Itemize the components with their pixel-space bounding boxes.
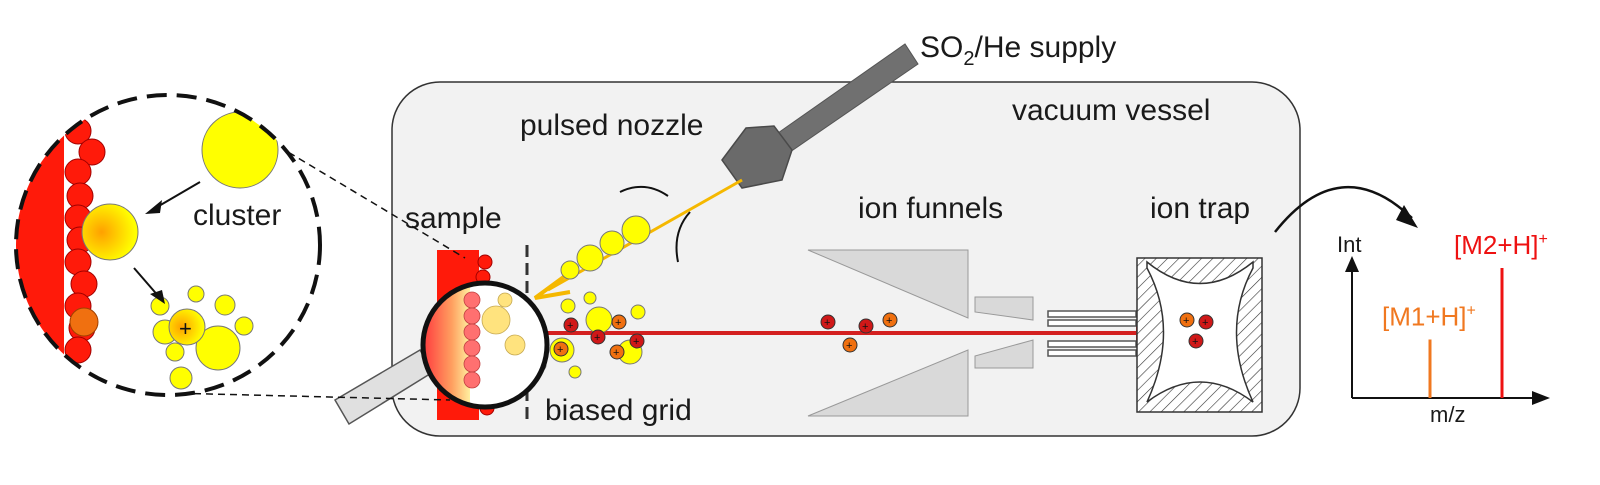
pulsed-nozzle [721, 43, 919, 189]
ion-charge-symbol: + [862, 321, 868, 333]
ion-charge-symbol: + [886, 315, 892, 327]
ion-charge-symbol: + [1192, 336, 1198, 348]
ion-guide-rods [1047, 310, 1137, 357]
supply-label: SO2/He supply [920, 31, 1116, 70]
ion-charge-symbol: + [846, 340, 852, 352]
zoom-line-top [267, 139, 466, 259]
zoom-inset [14, 93, 322, 397]
ion-charge-symbol: + [594, 332, 600, 344]
zoom-line-bottom [169, 392, 451, 401]
ion-charge-symbol: + [1183, 315, 1189, 327]
zoom-ion [168, 308, 206, 346]
spectrum-y-label: Int [1337, 232, 1361, 257]
spectrum-peak-label: [M1+H]+ [1382, 302, 1476, 332]
ion-charge-symbol: + [615, 317, 621, 329]
transfer-arrow [1274, 186, 1413, 233]
mass-spectrum: Int m/z [M1+H]+ [M2+H]+ [1337, 230, 1550, 427]
ion-trap [1136, 257, 1263, 413]
spectrum-y-arrow [1345, 256, 1359, 272]
source-ions [553, 314, 645, 360]
ion-charge-symbol: + [1202, 317, 1208, 329]
ion-charge-symbol: + [824, 317, 830, 329]
ion-charge-symbol: + [613, 347, 619, 359]
skimmer-lower [675, 211, 691, 263]
ion-funnels [807, 249, 1034, 417]
ion-charge-symbol: + [633, 336, 639, 348]
spectrum-peak-label: [M2+H]+ [1454, 230, 1548, 260]
biased-grid-label: biased grid [545, 394, 692, 427]
magnifier-glass [420, 280, 550, 410]
ion-funnels-label: ion funnels [858, 192, 1003, 225]
spectrum-x-arrow [1532, 391, 1550, 405]
cluster-label: cluster [193, 199, 281, 232]
sample-label: sample [405, 202, 502, 235]
ion-charge-symbol: + [567, 320, 573, 332]
pulsed-nozzle-label: pulsed nozzle [520, 109, 703, 142]
funnel-ions [820, 312, 898, 353]
jet-arrowhead [533, 274, 571, 300]
ion-charge-symbol: + [557, 344, 563, 356]
skimmer-upper [619, 185, 669, 197]
zoom-ion-symbol: + [179, 316, 192, 341]
jet-clusters [560, 215, 651, 280]
spectrum-x-label: m/z [1430, 402, 1465, 427]
vacuum-vessel-label: vacuum vessel [1012, 94, 1210, 127]
transfer-arrowhead [1396, 205, 1418, 228]
ion-trap-label: ion trap [1150, 192, 1250, 225]
